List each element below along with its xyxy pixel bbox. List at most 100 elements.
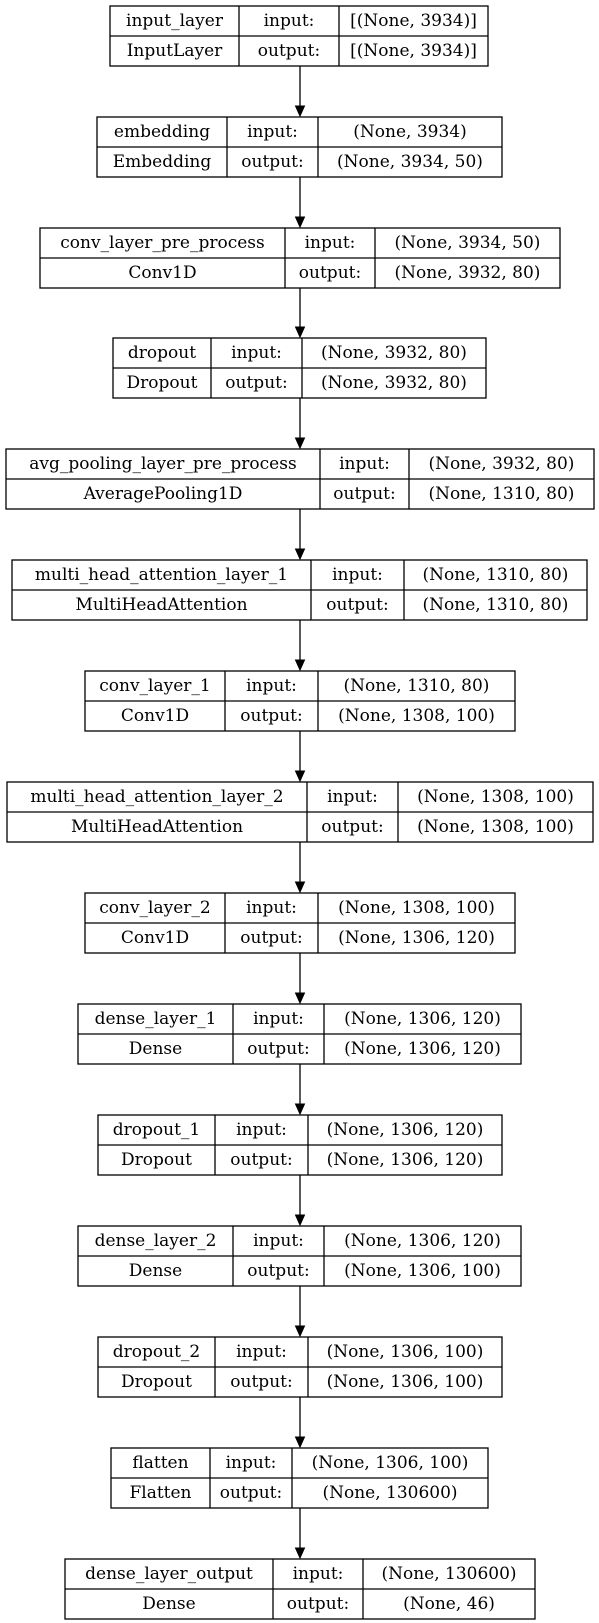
input-shape: (None, 1306, 120) [327,1120,484,1140]
output-label: output: [240,928,302,948]
output-shape: (None, 3934, 50) [337,152,483,172]
output-shape: [(None, 3934)] [350,41,477,61]
output-shape: (None, 1308, 100) [338,706,495,726]
input-shape: (None, 1306, 120) [344,1009,501,1029]
input-label: input: [246,676,297,696]
edge-arrow [294,842,306,894]
layer-class-name: Dense [142,1594,195,1614]
input-label: input: [332,565,383,585]
output-shape: (None, 3932, 80) [395,263,541,283]
layer-name: dense_layer_output [85,1564,253,1584]
layer-class-name: Dense [129,1261,182,1281]
output-shape: (None, 130600) [322,1483,457,1503]
input-label: input: [253,1009,304,1029]
input-shape: (None, 3934) [353,122,466,142]
input-shape: (None, 3932, 80) [429,454,575,474]
edge-arrow [294,1286,306,1338]
input-shape: (None, 130600) [381,1564,516,1584]
output-label: output: [225,373,287,393]
layer-name: avg_pooling_layer_pre_process [29,454,296,474]
layer-name: input_layer [126,11,224,31]
input-shape: (None, 3932, 80) [321,343,467,363]
output-label: output: [247,1261,309,1281]
output-label: output: [240,706,302,726]
input-shape: [(None, 3934)] [350,11,477,31]
input-label: input: [253,1231,304,1251]
input-label: input: [247,122,298,142]
layer-node-multi_head_attention_layer_2: multi_head_attention_layer_2MultiHeadAtt… [6,781,594,843]
output-label: output: [326,595,388,615]
layer-name: conv_layer_1 [99,676,211,696]
layer-name: dropout_1 [113,1120,200,1140]
output-label: output: [299,263,361,283]
edge-arrow [294,1064,306,1116]
output-label: output: [220,1483,282,1503]
edge-arrow [294,620,306,672]
output-label: output: [230,1372,292,1392]
output-shape: (None, 1306, 100) [344,1261,501,1281]
layer-name: dense_layer_2 [95,1231,217,1251]
input-label: input: [236,1120,287,1140]
layer-class-name: Dropout [127,373,198,393]
input-shape: (None, 1310, 80) [344,676,490,696]
output-shape: (None, 1306, 120) [327,1150,484,1170]
layer-class-name: Dense [129,1039,182,1059]
output-label: output: [258,41,320,61]
layer-name: dense_layer_1 [95,1009,217,1029]
output-shape: (None, 1306, 120) [344,1039,501,1059]
edge-arrow [294,398,306,450]
layer-class-name: MultiHeadAttention [75,595,247,615]
output-shape: (None, 46) [403,1594,495,1614]
output-shape: (None, 1306, 100) [327,1372,484,1392]
layer-node-conv_layer_pre_process: conv_layer_pre_processConv1Dinput:output… [39,227,561,289]
layer-class-name: Embedding [113,152,212,172]
input-shape: (None, 1310, 80) [423,565,569,585]
layer-class-name: Dropout [121,1372,192,1392]
layer-name: dropout [128,343,196,363]
output-label: output: [241,152,303,172]
edge-arrow [294,953,306,1005]
input-label: input: [226,1453,277,1473]
layer-class-name: Conv1D [121,928,189,948]
input-shape: (None, 1306, 100) [327,1342,484,1362]
layer-node-multi_head_attention_layer_1: multi_head_attention_layer_1MultiHeadAtt… [11,559,588,621]
edge-arrow [294,177,306,229]
input-label: input: [339,454,390,474]
input-shape: (None, 1308, 100) [338,898,495,918]
output-shape: (None, 1308, 100) [417,817,574,837]
layer-node-input_layer: input_layerInputLayerinput:output:[(None… [109,5,489,67]
layer-class-name: Conv1D [128,263,196,283]
input-label: input: [231,343,282,363]
edge-arrow [294,288,306,339]
layer-name: flatten [132,1453,188,1473]
output-shape: (None, 1310, 80) [423,595,569,615]
output-label: output: [333,484,395,504]
edge-arrow [294,509,306,561]
layer-class-name: AveragePooling1D [83,484,243,504]
layer-class-name: InputLayer [127,41,223,61]
input-label: input: [246,898,297,918]
input-label: input: [236,1342,287,1362]
input-shape: (None, 3934, 50) [395,233,541,253]
layer-name: embedding [114,122,210,142]
layer-class-name: Conv1D [121,706,189,726]
layer-class-name: MultiHeadAttention [71,817,243,837]
layer-class-name: Flatten [129,1483,191,1503]
layer-node-avg_pooling_layer_pre_process: avg_pooling_layer_pre_processAveragePool… [5,448,595,510]
input-shape: (None, 1306, 120) [344,1231,501,1251]
layer-name: conv_layer_2 [99,898,211,918]
output-shape: (None, 3932, 80) [321,373,467,393]
layer-class-name: Dropout [121,1150,192,1170]
input-label: input: [305,233,356,253]
edge-arrow [294,1175,306,1227]
output-shape: (None, 1306, 120) [338,928,495,948]
